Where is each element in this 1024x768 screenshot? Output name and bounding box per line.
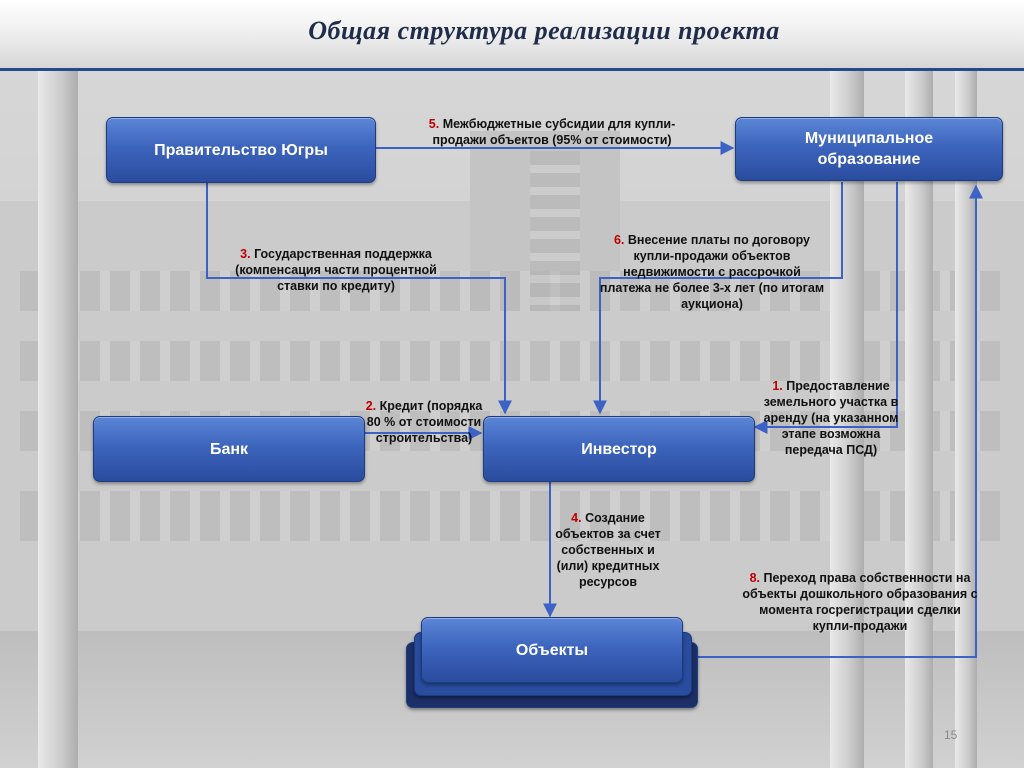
flow-number-5: 5. bbox=[428, 117, 440, 131]
node-objects: Объекты bbox=[421, 617, 683, 683]
flow-label-2: 2. Кредит (порядка 80 % от стоимости стр… bbox=[364, 398, 484, 446]
flow-label-1: 1. Предоставление земельного участка в а… bbox=[756, 378, 906, 458]
header-divider bbox=[0, 68, 1024, 71]
header-band bbox=[0, 0, 1024, 68]
flow-label-8: 8. Переход права собственности на объект… bbox=[740, 570, 980, 634]
flow-number-4: 4. bbox=[571, 511, 582, 525]
node-municipality: Муниципальное образование bbox=[735, 117, 1003, 181]
flow-text-3: Государственная поддержка (компенсация ч… bbox=[235, 247, 437, 293]
flow-number-3: 3. bbox=[240, 247, 251, 261]
flow-text-2: Кредит (порядка 80 % от стоимости строит… bbox=[366, 399, 483, 445]
node-investor: Инвестор bbox=[483, 416, 755, 482]
flow-label-3: 3. Государственная поддержка (компенсаци… bbox=[214, 246, 458, 294]
node-bank: Банк bbox=[93, 416, 365, 482]
flow-text-8: Переход права собственности на объекты д… bbox=[742, 571, 978, 633]
page-title: Общая структура реализации проекта bbox=[308, 16, 780, 45]
flow-label-4: 4. Создание объектов за счет собственных… bbox=[552, 510, 664, 590]
flow-label-6: 6. Внесение платы по договору купли-прод… bbox=[596, 232, 828, 312]
flow-text-4: Создание объектов за счет собственных и … bbox=[555, 511, 661, 589]
flow-number-6: 6. bbox=[613, 233, 625, 247]
page-number: 15 bbox=[944, 728, 958, 742]
node-government: Правительство Югры bbox=[106, 117, 376, 183]
flow-number-1: 1. bbox=[772, 379, 783, 393]
flow-number-8: 8. bbox=[749, 571, 760, 585]
flow-number-2: 2. bbox=[365, 399, 377, 413]
flow-text-6: Внесение платы по договору купли-продажи… bbox=[599, 233, 825, 311]
flow-text-1: Предоставление земельного участка в арен… bbox=[763, 379, 899, 457]
flow-label-5: 5. Межбюджетные субсидии для купли-прода… bbox=[402, 116, 702, 148]
flow-text-5: Межбюджетные субсидии для купли-продажи … bbox=[432, 117, 676, 147]
